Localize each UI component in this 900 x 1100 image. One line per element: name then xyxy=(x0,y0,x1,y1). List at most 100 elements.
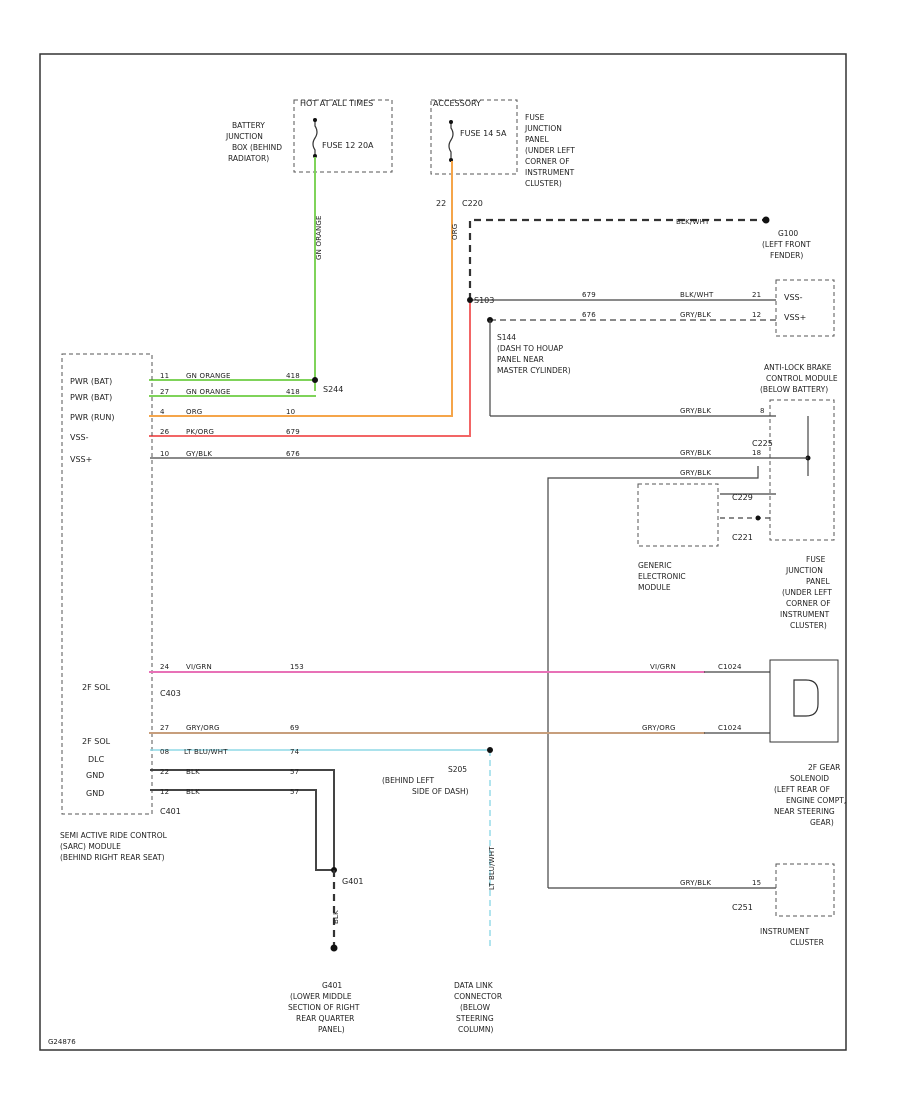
pin-color-5: GY/BLK xyxy=(186,450,212,458)
wire-418-green: GN ORANGE S244 xyxy=(149,157,343,397)
cluster-label: INSTRUMENT CLUSTER xyxy=(760,927,824,947)
sol-wire1-label: VI/GRN xyxy=(650,663,676,671)
g100-wire-label: BLK/WHT xyxy=(676,218,710,226)
abs-label: ANTI-LOCK BRAKE CONTROL MODULE (BELOW BA… xyxy=(760,363,840,394)
pin-color-4: PK/ORG xyxy=(186,428,214,436)
abs-wire1-label: GRY/BLK xyxy=(680,407,711,415)
c401-label: C401 xyxy=(160,807,181,816)
vss-minus-top-label: 679 xyxy=(582,291,596,299)
wire-676-grey: GRY/BLK 18 GRY/BLK C229 C221 xyxy=(150,449,808,888)
pin-name-1: PWR (BAT) xyxy=(70,377,112,386)
pin-num-10: 12 xyxy=(160,788,169,796)
gear-solenoid: 2F GEAR SOLENOID (LEFT REAR OF ENGINE CO… xyxy=(769,659,849,827)
pin-circuit-10: 57 xyxy=(290,788,299,796)
pin-circuit-4: 679 xyxy=(286,428,300,436)
pin-circuit-8: 74 xyxy=(290,748,300,756)
fuse-panel-location: FUSE JUNCTION PANEL (UNDER LEFT CORNER O… xyxy=(524,113,577,188)
wire-69-tan: 27 GRY/ORG 69 GRY/ORG C1024 xyxy=(149,724,770,734)
pin-name-7: 2F SOL xyxy=(82,737,111,746)
battery-fuse-symbol xyxy=(312,120,318,156)
cluster-pin: 15 xyxy=(752,879,761,887)
accessory-fuse-label: FUSE 14 5A xyxy=(460,129,507,138)
ground-wires: 22 BLK 57 12 BLK 57 BLK G401 G401 (LOWER… xyxy=(150,768,363,1034)
wire-679-pink xyxy=(149,299,471,437)
sol-wire2-label: GRY/ORG xyxy=(642,724,676,732)
pin-num-7: 27 xyxy=(160,724,169,732)
wire-74-lightblue: 08 LT BLU/WHT 74 LT BLU/WHT S205 (BEHIND… xyxy=(150,747,502,1034)
pin-name-2: PWR (BAT) xyxy=(70,393,112,402)
pin-color-9: BLK xyxy=(186,768,200,776)
g401-label: G401 (LOWER MIDDLE SECTION OF RIGHT REAR… xyxy=(288,981,362,1034)
pin-circuit-9: 57 xyxy=(290,768,299,776)
dlc-vertical-label: LT BLU/WHT xyxy=(488,846,496,890)
c225-label: C225 xyxy=(752,439,773,448)
wire-153-violet: 24 VI/GRN 153 VI/GRN C1024 xyxy=(149,663,770,673)
pin-circuit-6: 153 xyxy=(290,663,304,671)
pin-name-6: 2F SOL xyxy=(82,683,111,692)
pin-circuit-5: 676 xyxy=(286,450,300,458)
c229-label: C229 xyxy=(732,493,753,502)
solenoid-conn-2: C1024 xyxy=(718,724,742,732)
g100-ground-wire: BLK/WHT G100 (LEFT FRONT FENDER) xyxy=(468,216,813,300)
pin-color-2: GN ORANGE xyxy=(186,388,231,396)
pin-circuit-7: 69 xyxy=(290,724,299,732)
solenoid-conn-1: C1024 xyxy=(718,663,742,671)
orange-vertical-label: ORG xyxy=(451,224,459,240)
accessory-header: ACCESSORY xyxy=(433,99,481,108)
pin-num-3: 4 xyxy=(160,408,165,416)
g100-label: G100 (LEFT FRONT FENDER) xyxy=(762,229,813,260)
gnd-vertical-label: BLK xyxy=(332,910,340,924)
s244-label: S244 xyxy=(323,385,343,394)
diagram-frame xyxy=(39,53,847,1051)
pin-num-2: 27 xyxy=(160,388,169,396)
cluster-conn: C251 xyxy=(732,903,753,912)
pin-name-3: PWR (RUN) xyxy=(70,413,114,422)
pin-name-5: VSS+ xyxy=(70,455,92,464)
abs-wire3-label: GRY/BLK xyxy=(680,469,711,477)
pin-num-4: 26 xyxy=(160,428,170,436)
s103-label: S103 xyxy=(474,296,494,305)
battery-junction-box: HOT AT ALL TIMES FUSE 12 20A BATTERY JUN… xyxy=(225,99,393,173)
vss-plus-pin: 12 xyxy=(752,311,761,319)
vss-sensor-wires: S103 679 BLK/WHT 21 676 GRY/BLK 12 VSS- … xyxy=(467,279,835,416)
vss-plus-right-label: GRY/BLK xyxy=(680,311,711,319)
solenoid-label: 2F GEAR SOLENOID (LEFT REAR OF ENGINE CO… xyxy=(774,763,849,827)
instrument-cluster: GRY/BLK 15 C251 INSTRUMENT CLUSTER xyxy=(548,863,835,947)
pin-circuit-3: 10 xyxy=(286,408,295,416)
pin-name-9: GND xyxy=(86,771,104,780)
abs-wire2-label: GRY/BLK xyxy=(680,449,711,457)
s205-label: S205 (BEHIND LEFT SIDE OF DASH) xyxy=(382,765,469,796)
vss-minus-pin: 21 xyxy=(752,291,761,299)
sarc-module: PWR (BAT) PWR (BAT) PWR (RUN) VSS- VSS+ … xyxy=(60,353,300,862)
green-vertical-label: GN ORANGE xyxy=(315,215,323,260)
pin-color-6: VI/GRN xyxy=(186,663,212,671)
pin-color-10: BLK xyxy=(186,788,200,796)
pin-num-6: 24 xyxy=(160,663,170,671)
pin-color-1: GN ORANGE xyxy=(186,372,231,380)
pin-color-3: ORG xyxy=(186,408,202,416)
fuse-junction-panel-top: ACCESSORY FUSE 14 5A FUSE JUNCTION PANEL… xyxy=(430,99,577,208)
vss-minus-right-label: BLK/WHT xyxy=(680,291,714,299)
pin-circuit-2: 418 xyxy=(286,388,300,396)
g401-tag: G401 xyxy=(342,877,363,886)
c221-label: C221 xyxy=(732,533,753,542)
pin-name-4: VSS- xyxy=(70,433,89,442)
accessory-fuse-symbol xyxy=(448,122,454,158)
pin-color-7: GRY/ORG xyxy=(186,724,220,732)
s144-label: S144 (DASH TO HOUAP PANEL NEAR MASTER CY… xyxy=(497,333,571,375)
generic-electronic-module: GENERIC ELECTRONIC MODULE FUSE JUNCTION … xyxy=(637,483,834,630)
battery-box-header: HOT AT ALL TIMES xyxy=(300,99,373,108)
vss-plus-top-label: 676 xyxy=(582,311,596,319)
pin-num-8: 08 xyxy=(160,748,169,756)
battery-box-location: BATTERY JUNCTION BOX (BEHIND RADIATOR) xyxy=(225,121,284,163)
c220-label: C220 xyxy=(462,199,483,208)
fuse-panel-right-label: FUSE JUNCTION PANEL (UNDER LEFT CORNER O… xyxy=(780,555,834,630)
cluster-wire-label: GRY/BLK xyxy=(680,879,711,887)
c403-label: C403 xyxy=(160,689,181,698)
pin-num-5: 10 xyxy=(160,450,169,458)
abs-pin1: 8 xyxy=(760,407,765,415)
pin-name-10: GND xyxy=(86,789,104,798)
footer-code: G24876 xyxy=(48,1038,76,1046)
gem-label: GENERIC ELECTRONIC MODULE xyxy=(638,561,688,592)
